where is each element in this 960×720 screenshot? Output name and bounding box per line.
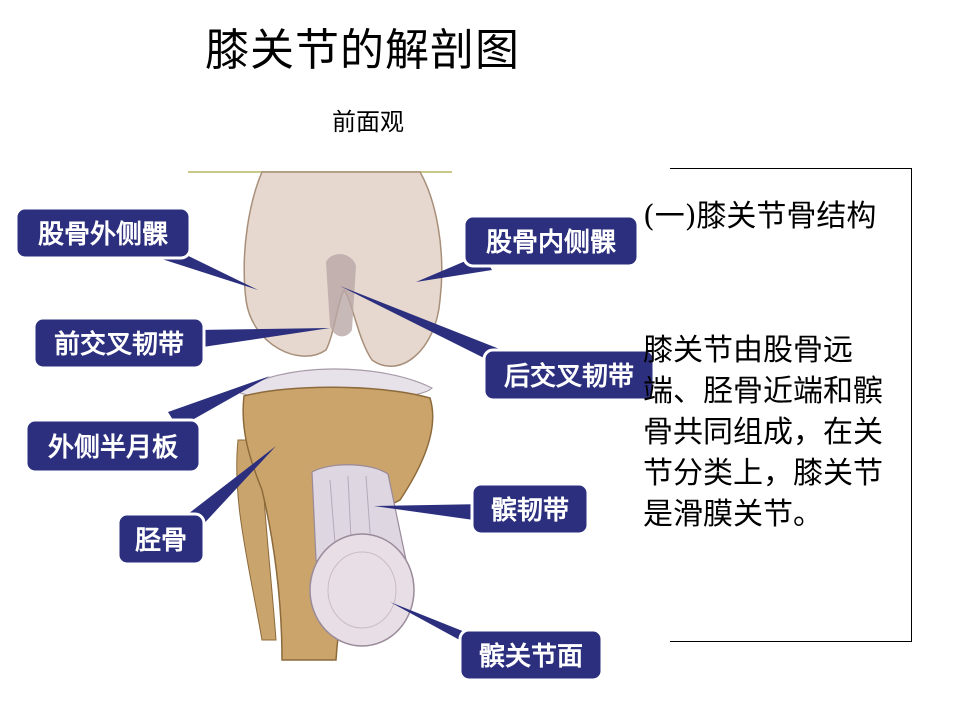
pointer-tibia [188, 446, 276, 530]
label-patellar-ligament-text: 髌韧带 [491, 495, 569, 526]
label-patellar-surface-text: 髌关节面 [479, 641, 583, 672]
intercondylar-notch [326, 254, 356, 337]
label-lateral-condyle: 股骨外侧髁 [14, 206, 192, 260]
pointer-patellar-ligament [374, 504, 488, 522]
panel-heading: (一)膝关节骨结构 [643, 199, 877, 234]
label-tibia-text: 胫骨 [135, 526, 187, 556]
panel-body: 膝关节由股骨远端、胫骨近端和髌骨共同组成，在关节分类上，膝关节是滑膜关节。 [643, 333, 883, 532]
label-lateral-meniscus: 外侧半月板 [24, 418, 202, 474]
pointer-pcl [340, 286, 508, 370]
label-lateral-condyle-text: 股骨外侧髁 [38, 220, 169, 250]
label-lateral-meniscus-text: 外侧半月板 [48, 433, 178, 463]
label-acl: 前交叉韧带 [32, 316, 206, 370]
label-patellar-surface: 髌关节面 [458, 628, 604, 682]
slide-title: 膝关节的解剖图 [205, 25, 520, 76]
label-pcl: 后交叉韧带 [482, 348, 656, 402]
patella [309, 533, 415, 647]
label-pcl-text: 后交叉韧带 [504, 361, 634, 392]
label-patellar-ligament: 髌韧带 [470, 482, 590, 536]
pointer-patellar-surface [390, 602, 478, 650]
knee-illustration [236, 171, 443, 661]
label-acl-text: 前交叉韧带 [54, 329, 184, 360]
slide-subtitle: 前面观 [332, 108, 404, 136]
pointer-acl [196, 328, 330, 348]
text-panel-border [670, 168, 912, 642]
label-tibia: 胫骨 [116, 512, 206, 566]
pointer-lateral-meniscus [168, 376, 270, 428]
label-medial-condyle-text: 股骨内侧髁 [486, 228, 617, 258]
label-medial-condyle: 股骨内侧髁 [462, 214, 640, 268]
